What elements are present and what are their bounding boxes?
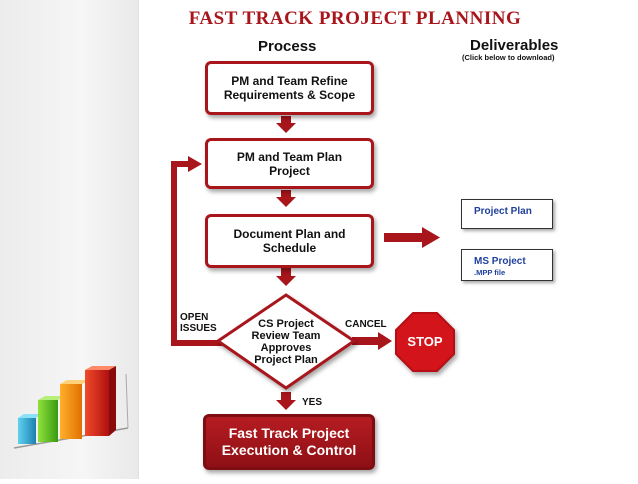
deliverable-ms-project-filetype: .MPP file [474,268,506,277]
arrow-down-icon [276,116,296,133]
deliverables-column-heading: Deliverables [470,37,559,54]
decision-approve-plan: CS Project Review Team Approves Project … [251,318,321,366]
arrow-down-icon [276,190,296,207]
arrow-down-icon [276,392,296,410]
stop-label: STOP [407,334,443,349]
arrow-right-icon [188,156,202,172]
decision-diamond [215,293,357,390]
arrow-right-icon [384,227,440,248]
step-execution-control: Fast Track Project Execution & Control [203,414,375,470]
yes-label: YES [302,397,323,408]
loop-back-connector [171,156,224,346]
deliverable-project-plan-label: Project Plan [474,206,532,217]
deliverable-ms-project-link[interactable]: MS Project .MPP file [461,249,553,281]
deliverable-project-plan-link[interactable]: Project Plan [461,199,553,229]
arrow-down-icon [276,268,296,286]
arrow-right-icon [352,332,392,350]
step-plan-project: PM and Team Plan Project [205,138,374,189]
step-document-plan: Document Plan and Schedule [205,214,374,268]
page-title: FAST TRACK PROJECT PLANNING [188,8,522,29]
deliverables-download-note: (Click below to download) [462,53,555,62]
open-issues-label: OPEN ISSUES [180,312,217,334]
step-refine-requirements: PM and Team Refine Requirements & Scope [205,61,374,115]
stop-sign-icon [395,312,455,372]
deliverable-ms-project-label: MS Project [474,256,526,267]
sidebar [0,0,139,479]
bar-chart-icon [13,366,129,449]
cancel-label: CANCEL [345,319,387,330]
process-column-heading: Process [258,38,317,55]
